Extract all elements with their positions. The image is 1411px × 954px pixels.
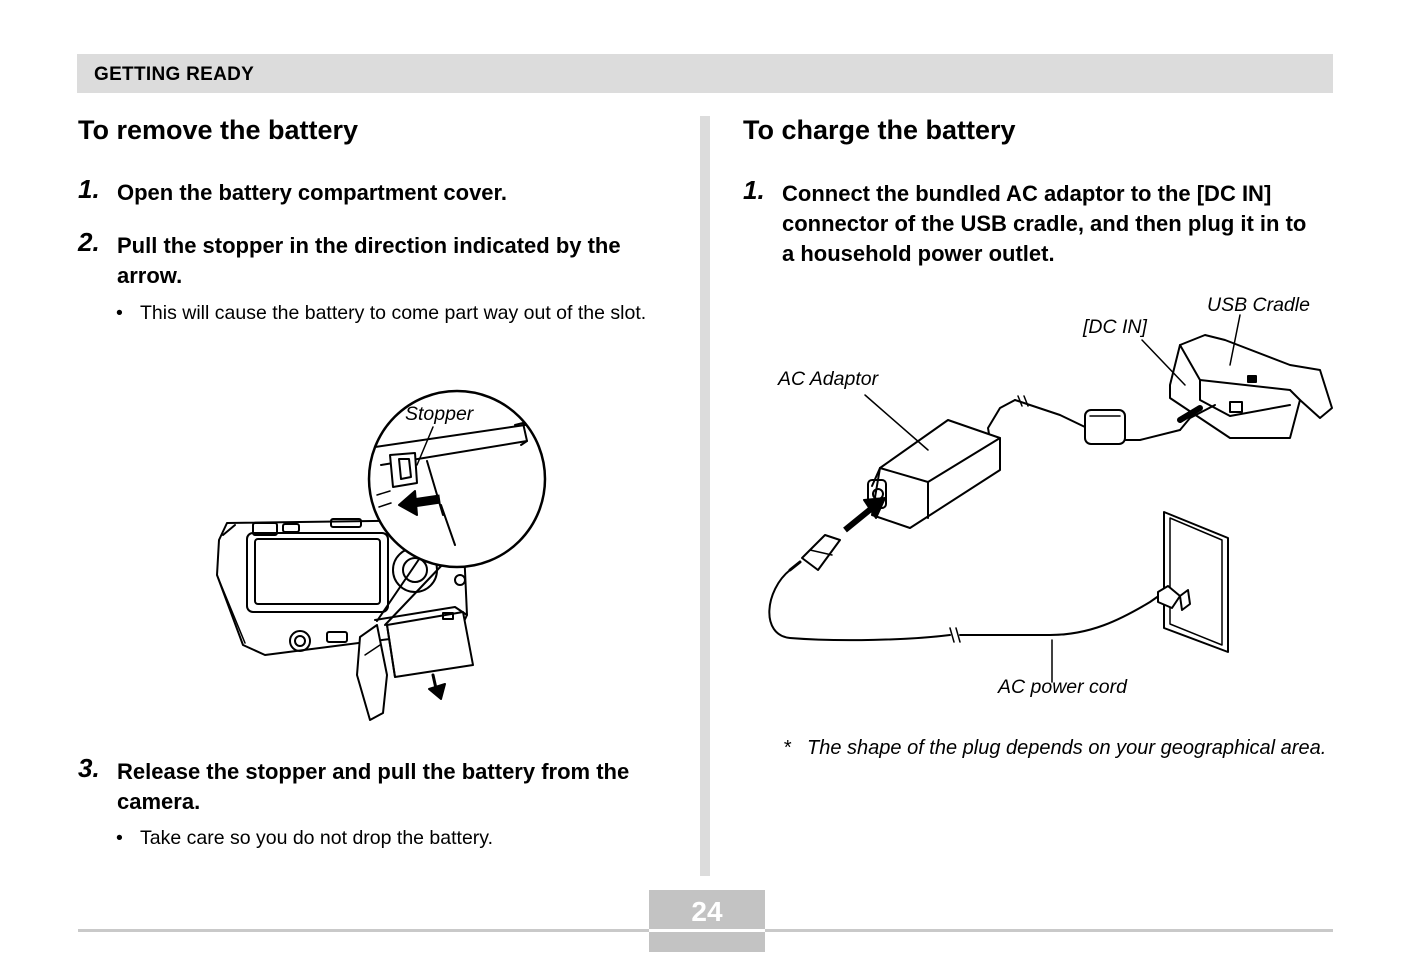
column-divider <box>700 116 710 876</box>
note-text: The shape of the plug depends on your ge… <box>807 737 1327 759</box>
section-header-label: GETTING READY <box>94 64 255 85</box>
step-text: Connect the bundled AC adaptor to the [D… <box>782 181 1307 266</box>
step-number: 1. <box>743 175 765 205</box>
usb-cradle-label: USB Cradle <box>1207 294 1310 316</box>
step-text: Release the stopper and pull the battery… <box>117 759 630 814</box>
stopper-label: Stopper <box>405 403 474 425</box>
page-number-box: 24 <box>649 890 765 952</box>
step-number: 2. <box>78 227 100 257</box>
dc-in-label: [DC IN] <box>1083 316 1147 338</box>
page-box-rule <box>649 929 765 932</box>
ac-adaptor-label: AC Adaptor <box>778 368 879 390</box>
bullet-dot: • <box>116 827 123 849</box>
charging-illustration <box>768 314 1333 683</box>
bullet-text: This will cause the battery to come part… <box>140 302 647 324</box>
battery-removal-illustration <box>216 389 547 721</box>
page-number: 24 <box>691 896 723 927</box>
step-number: 1. <box>78 174 100 204</box>
bullet-text: Take care so you do not drop the battery… <box>140 827 494 849</box>
note-marker: * <box>783 737 791 759</box>
ac-power-cord-label: AC power cord <box>998 676 1127 698</box>
remove-battery-title: To remove the battery <box>78 115 359 145</box>
step-number: 3. <box>78 753 100 783</box>
bullet-dot: • <box>116 302 123 324</box>
step-text: Open the battery compartment cover. <box>117 180 507 205</box>
section-header: GETTING READY <box>77 54 1333 93</box>
step-text: Pull the stopper in the direction indica… <box>117 233 621 288</box>
charge-battery-title: To charge the battery <box>743 115 1016 145</box>
